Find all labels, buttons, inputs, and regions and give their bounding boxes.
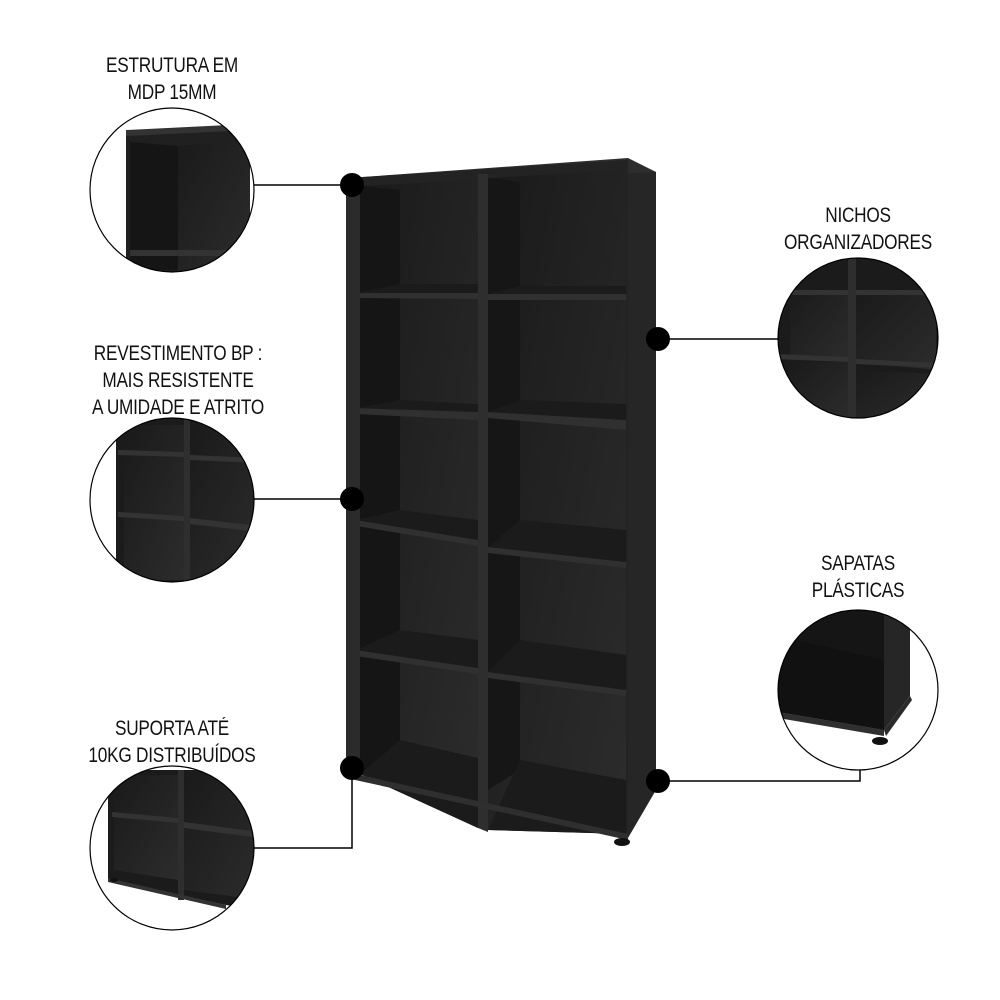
bookcase bbox=[346, 158, 656, 846]
label-line: PLÁSTICAS bbox=[811, 579, 905, 602]
detail-circle-sapatas bbox=[777, 609, 939, 771]
label-line: A UMIDADE E ATRITO bbox=[92, 396, 264, 419]
detail-circle-revestimento bbox=[89, 417, 255, 583]
label-sapatas: SAPATAS PLÁSTICAS bbox=[792, 550, 923, 604]
dot-nichos bbox=[646, 327, 670, 351]
label-estrutura: ESTRUTURA EM MDP 15MM bbox=[90, 52, 254, 106]
label-line: NICHOS bbox=[825, 204, 891, 227]
callout-dots bbox=[340, 173, 670, 793]
label-suporta: SUPORTA ATÉ 10KG DISTRIBUÍDOS bbox=[74, 715, 271, 769]
label-line: MDP 15MM bbox=[127, 81, 217, 104]
plastic-foot-zoom bbox=[872, 737, 888, 745]
detail-circle-nichos bbox=[777, 257, 939, 419]
detail-circle-suporta bbox=[89, 765, 255, 931]
label-nichos: NICHOS ORGANIZADORES bbox=[776, 202, 940, 256]
connector-lines bbox=[254, 184, 861, 849]
label-line: ESTRUTURA EM bbox=[106, 54, 238, 77]
label-line: ORGANIZADORES bbox=[784, 231, 932, 254]
label-line: 10KG DISTRIBUÍDOS bbox=[88, 744, 256, 767]
plastic-foot bbox=[614, 838, 630, 846]
dot-sapatas bbox=[646, 769, 670, 793]
label-line: SAPATAS bbox=[821, 552, 895, 575]
dot-revestimento bbox=[340, 487, 364, 511]
detail-circle-estrutura bbox=[89, 107, 255, 273]
dot-suporta bbox=[340, 756, 364, 780]
label-revestimento: REVESTIMENTO BP : MAIS RESISTENTE A UMID… bbox=[71, 340, 284, 421]
dot-estrutura bbox=[340, 173, 364, 197]
shelves-right bbox=[488, 294, 626, 696]
label-line: REVESTIMENTO BP : bbox=[93, 342, 263, 365]
label-line: SUPORTA ATÉ bbox=[114, 717, 230, 740]
label-line: MAIS RESISTENTE bbox=[102, 369, 254, 392]
